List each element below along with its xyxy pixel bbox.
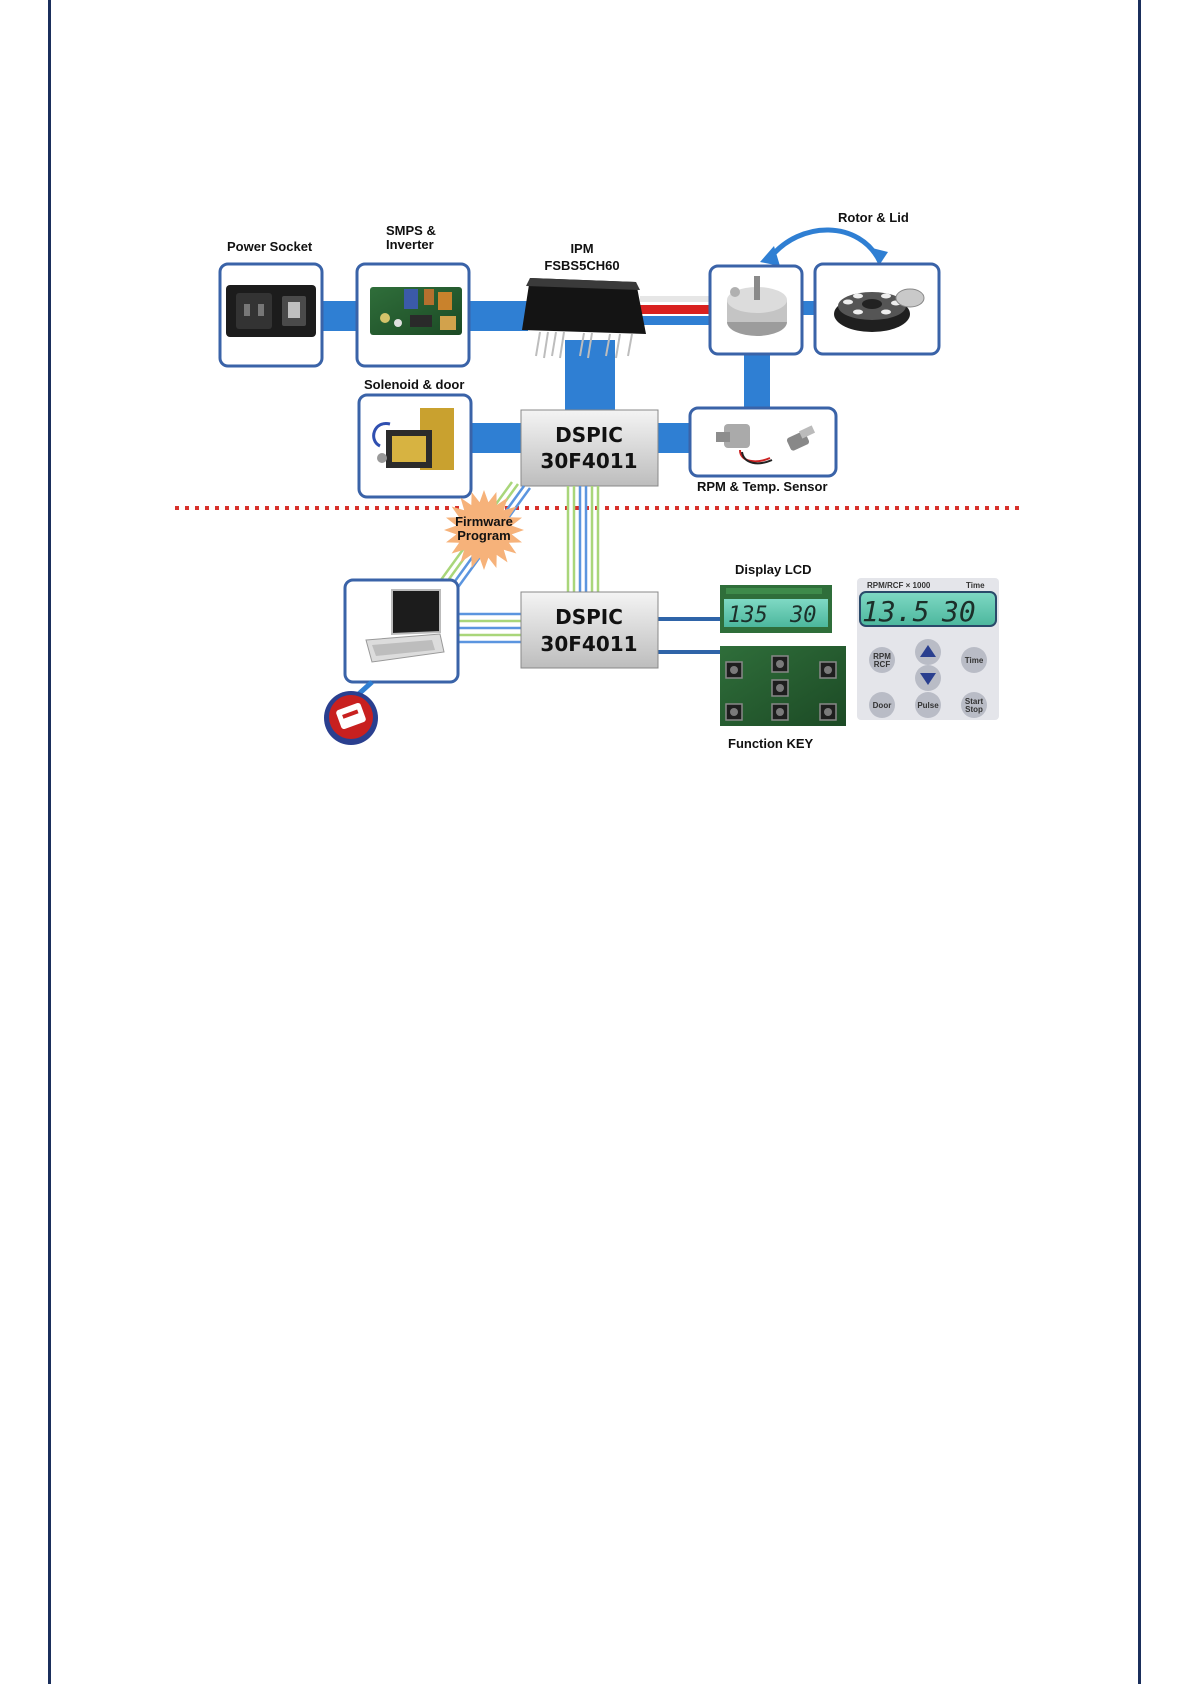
display-lcd-label: Display LCD: [735, 562, 812, 577]
smps-label-line2: Inverter: [386, 237, 434, 252]
power-socket-box: [220, 264, 322, 366]
dspic-upper-chip: DSPIC 30F4011: [521, 410, 658, 486]
display-lcd-module: 135 30: [720, 585, 832, 633]
smps-label-line1: SMPS &: [386, 223, 436, 238]
motor-box: [710, 266, 802, 354]
panel-header-right: Time: [966, 581, 985, 590]
pulse-key: Pulse: [915, 692, 941, 718]
solenoid-box: [359, 395, 471, 497]
dspic-interconnect: [568, 486, 598, 592]
power-socket-label: Power Socket: [227, 239, 313, 254]
lcd-small-left-value: 135: [728, 603, 768, 628]
rotor-box: [815, 264, 939, 354]
rpm-rcf-key-line2: RCF: [874, 660, 891, 669]
up-key: [915, 639, 941, 665]
rpm-temp-sensor-box: [690, 408, 836, 476]
dspic-lower-line1: DSPIC: [555, 605, 623, 629]
function-key-pcb: [720, 646, 846, 726]
dspic-lower-chip: DSPIC 30F4011: [521, 592, 658, 668]
solenoid-label: Solenoid & door: [364, 377, 464, 392]
motor-phase-wires: [640, 296, 710, 325]
rotor-lid-label: Rotor & Lid: [838, 210, 909, 225]
door-key: Door: [869, 692, 895, 718]
panel-header-left: RPM/RCF × 1000: [867, 581, 931, 590]
start-stop-key: Start Stop: [961, 692, 987, 718]
programmer-link-to-lower: [458, 614, 521, 642]
dspic-lower-line2: 30F4011: [540, 632, 637, 656]
firmware-label-line1: Firmware: [455, 514, 513, 529]
start-stop-key-line2: Stop: [965, 705, 983, 714]
smps-inverter-box: [357, 264, 469, 366]
lcd-small-right-value: 30: [789, 603, 817, 628]
function-key-label: Function KEY: [728, 736, 814, 751]
door-key-label: Door: [873, 701, 892, 710]
programmer-device: [324, 691, 378, 745]
down-key: [915, 665, 941, 691]
rpm-rcf-key: RPM RCF: [869, 647, 895, 673]
panel-lcd-left-value: 13.5: [862, 595, 929, 628]
time-key-label: Time: [965, 656, 984, 665]
firmware-label-line2: Program: [457, 528, 510, 543]
front-panel: RPM/RCF × 1000 Time 13.5 30 RPM RCF Time…: [857, 578, 999, 720]
ipm-label-line1: IPM: [570, 241, 593, 256]
panel-lcd-right-value: 30: [941, 595, 976, 628]
pulse-key-label: Pulse: [917, 701, 939, 710]
time-key: Time: [961, 647, 987, 673]
dspic-upper-line1: DSPIC: [555, 423, 623, 447]
ipm-label-line2: FSBS5CH60: [544, 258, 619, 273]
rpm-sensor-label: RPM & Temp. Sensor: [697, 479, 828, 494]
laptop-box: [345, 580, 458, 682]
dspic-upper-line2: 30F4011: [540, 449, 637, 473]
rotor-curved-arrow: [770, 230, 880, 262]
